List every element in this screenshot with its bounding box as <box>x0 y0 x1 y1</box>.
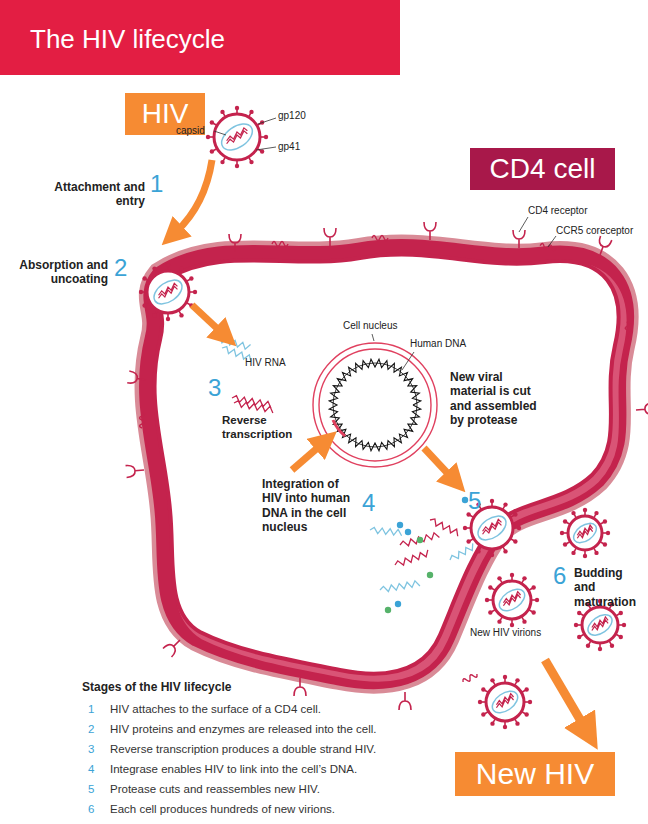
part-name: HIV RNA <box>245 357 286 369</box>
callout-number: 4 <box>362 489 375 518</box>
part-name: New HIV virions <box>470 627 541 639</box>
result-box: New HIV <box>455 752 615 796</box>
list-text: Protease cuts and reassembles new HIV. <box>110 783 320 797</box>
part-name: Human DNA <box>410 338 466 350</box>
step-name: Integration of HIV into human DNA in the… <box>262 477 354 535</box>
part-name: gp120 <box>278 110 306 122</box>
box-label: HIV <box>142 100 189 128</box>
step-name: Reverse transcription <box>222 414 312 442</box>
illustration-details <box>126 106 648 729</box>
list-number: 4 <box>88 763 94 777</box>
callout-number: 2 <box>114 254 127 283</box>
list-text: Reverse transcription produces a double … <box>110 743 376 757</box>
process-arrows <box>176 160 585 728</box>
cell-box: CD4 cell <box>470 148 615 190</box>
list-number: 6 <box>88 803 94 817</box>
cell-membrane <box>155 255 623 678</box>
callout-number: 3 <box>208 374 221 403</box>
step-name: Attachment and entry <box>45 180 145 209</box>
title-band: The HIV lifecycle <box>0 0 400 75</box>
part-name: gp41 <box>278 141 300 153</box>
list-number: 3 <box>88 743 94 757</box>
list-heading: Stages of the HIV lifecycle <box>82 680 231 694</box>
callout-number: 1 <box>150 170 163 199</box>
part-name: capsid <box>176 125 205 137</box>
list-number: 1 <box>88 703 94 717</box>
cell-nucleus <box>313 343 437 467</box>
list-number: 5 <box>88 783 94 797</box>
list-text: HIV proteins and enzymes are released in… <box>110 723 377 737</box>
part-name: Cell nucleus <box>343 320 397 332</box>
step-name: New viral material is cut and assembled … <box>450 370 550 428</box>
box-label: New HIV <box>476 759 594 789</box>
list-text: Integrase enables HIV to link into the c… <box>110 763 357 777</box>
callout-number: 5 <box>468 487 481 516</box>
part-name: CCR5 coreceptor <box>556 225 633 237</box>
list-text: HIV attaches to the surface of a CD4 cel… <box>110 703 321 717</box>
step-name: Budding and maturation <box>574 566 644 609</box>
callout-number: 6 <box>553 562 566 591</box>
step-name: Absorption and uncoating <box>4 258 108 287</box>
list-text: Each cell produces hundreds of new virio… <box>110 803 335 817</box>
list-number: 2 <box>88 723 94 737</box>
part-name: CD4 receptor <box>528 205 587 217</box>
title: The HIV lifecycle <box>30 24 225 55</box>
box-label: CD4 cell <box>490 155 596 183</box>
